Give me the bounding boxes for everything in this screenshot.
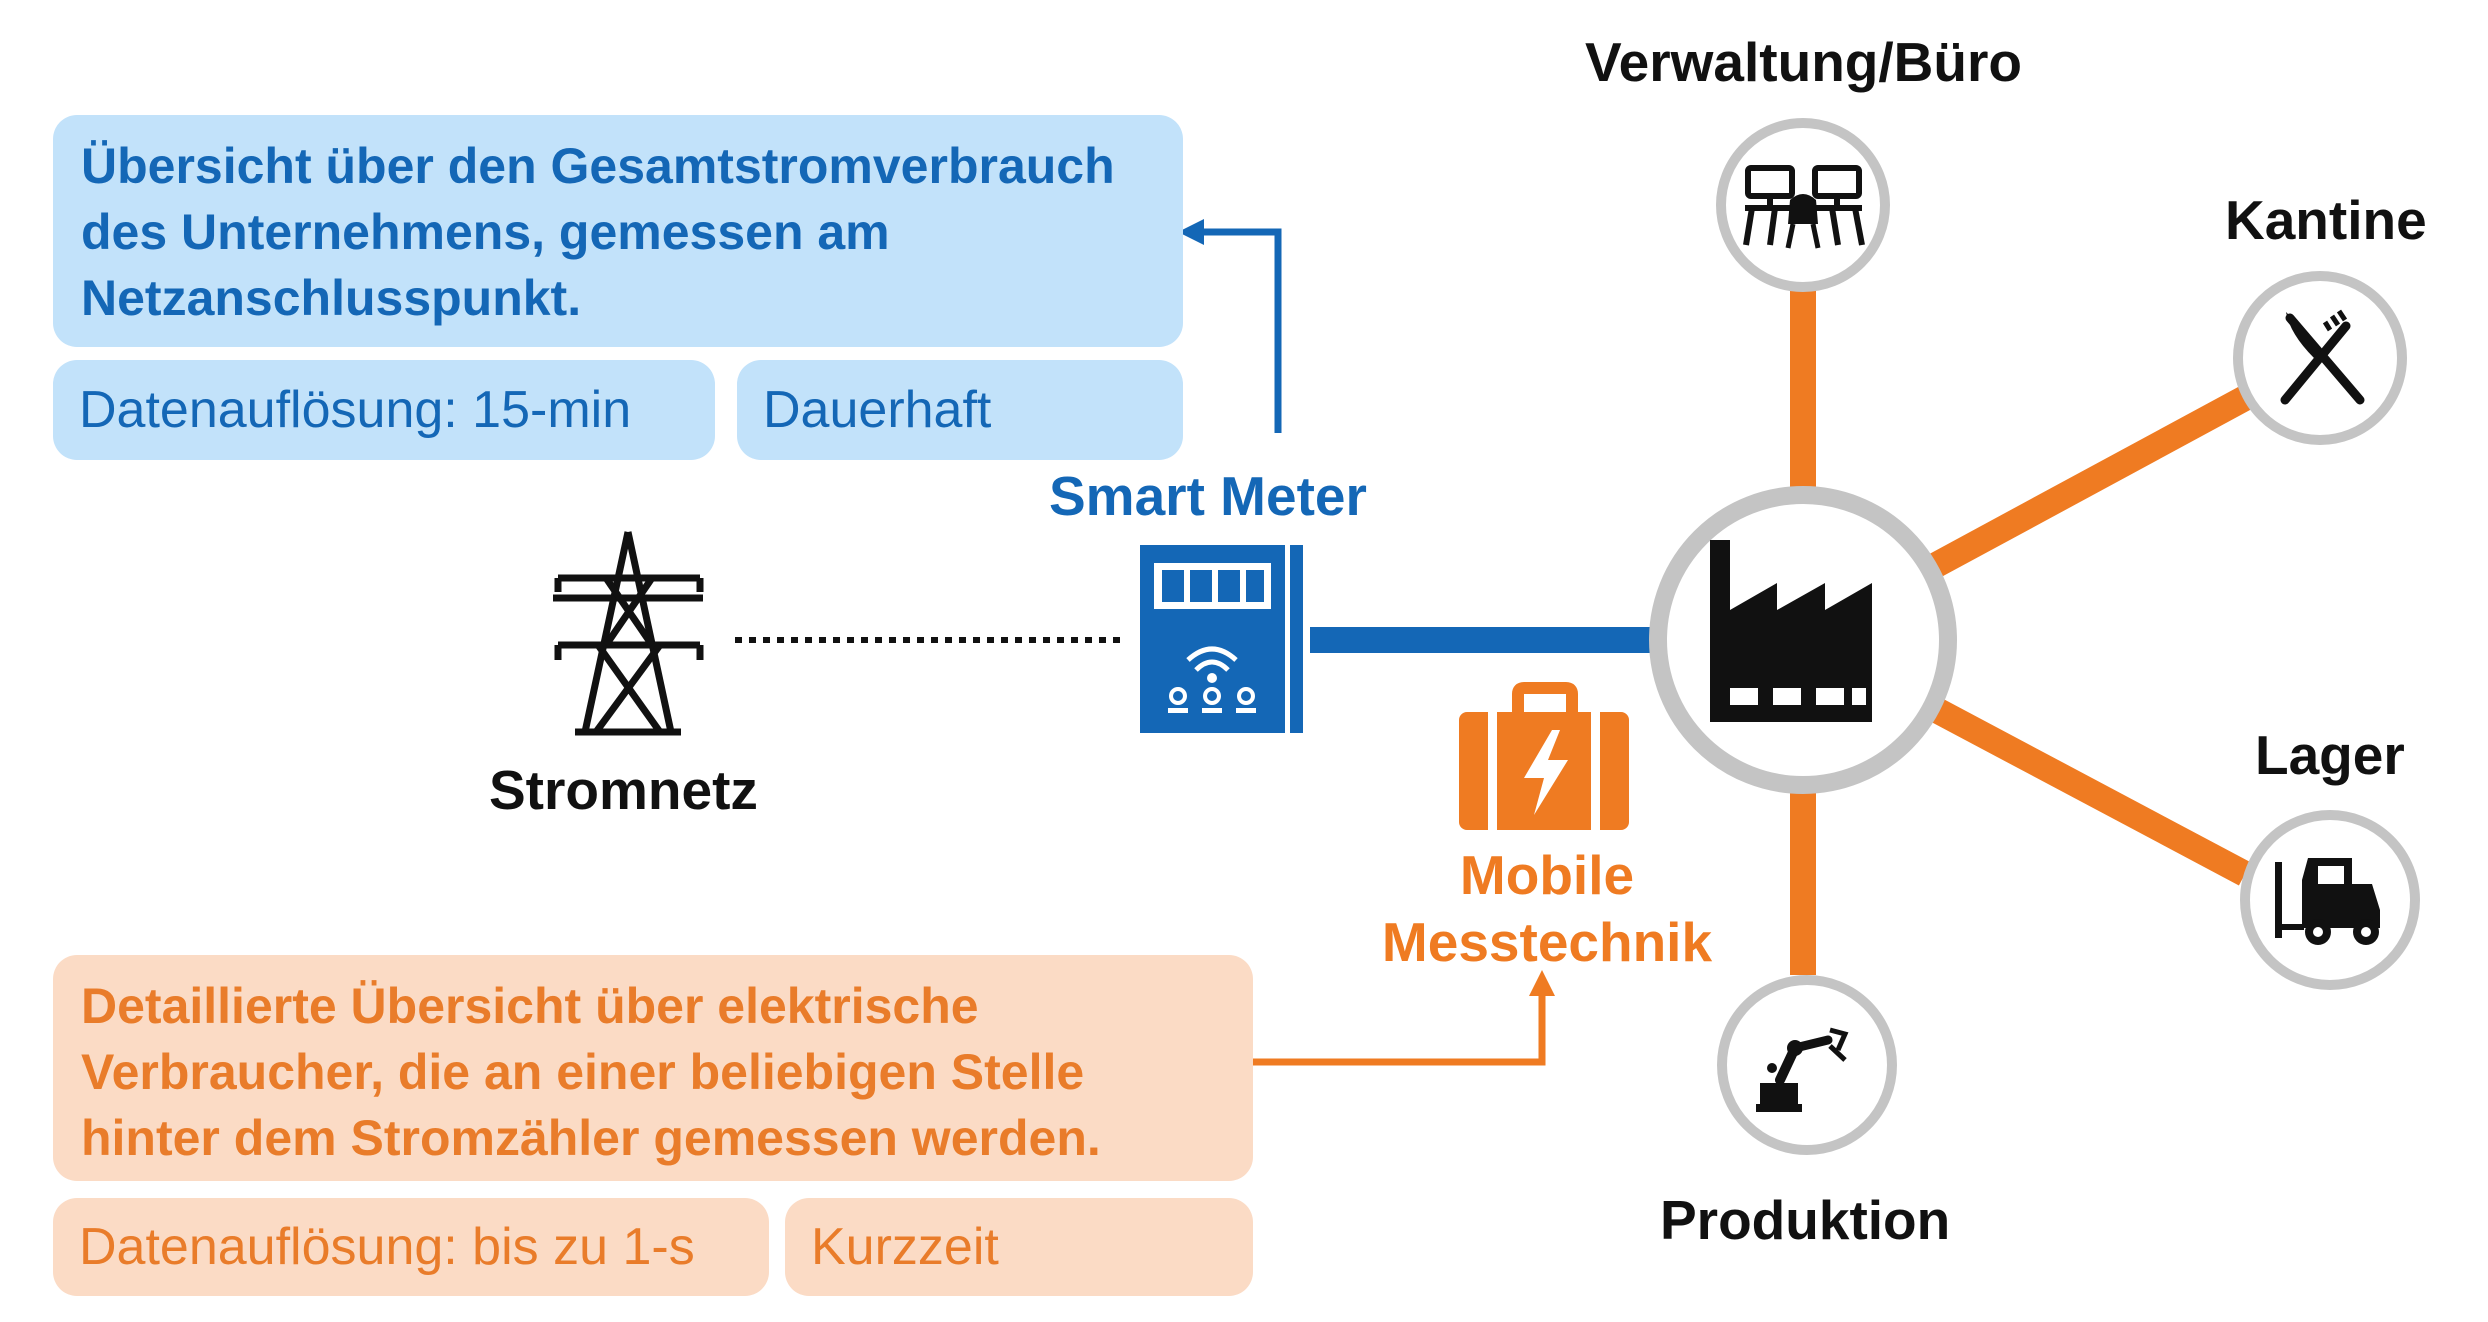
label-mobile-line2: Messtechnik <box>1381 911 1713 973</box>
spoke-canteen <box>1920 386 2252 582</box>
meter-arrowhead <box>1178 219 1204 245</box>
smart-meter-icon <box>1140 545 1303 733</box>
label-office: Verwaltung/Büro <box>1585 31 2022 93</box>
toolbox-lightning-icon <box>1459 682 1629 830</box>
mobile-arrowhead <box>1529 970 1555 996</box>
spokes <box>1790 290 2252 975</box>
smart-meter-duration-badge: Dauerhaft <box>737 360 1183 460</box>
mobile-resolution-badge: Datenauflösung: bis zu 1-s <box>53 1198 769 1296</box>
factory-icon <box>1710 540 1872 722</box>
smart-meter-resolution-badge: Datenauflösung: 15-min <box>53 360 715 460</box>
label-canteen: Kantine <box>2225 189 2427 251</box>
power-tower-icon <box>553 531 704 736</box>
mobile-arrow <box>1252 992 1546 1066</box>
fork-knife-icon <box>2280 309 2365 405</box>
production-node <box>1717 975 1897 1155</box>
label-grid: Stromnetz <box>489 759 758 821</box>
label-smart-meter: Smart Meter <box>1049 465 1367 527</box>
label-warehouse: Lager <box>2255 724 2405 786</box>
spoke-warehouse <box>1920 693 2252 886</box>
mobile-description: Detaillierte Übersicht über elektrische … <box>53 955 1253 1181</box>
office-node <box>1716 118 1890 292</box>
factory-node <box>1649 486 1957 794</box>
mobile-duration-badge: Kurzzeit <box>785 1198 1253 1296</box>
forklift-icon <box>2275 858 2380 945</box>
canteen-node <box>2233 271 2407 445</box>
smart-meter-description: Übersicht über den Gesamtstromverbrauch … <box>53 115 1183 347</box>
warehouse-node <box>2240 810 2420 990</box>
robot-arm-icon <box>1756 1027 1849 1112</box>
office-desk-icon <box>1743 165 1865 246</box>
label-production: Produktion <box>1660 1189 1951 1251</box>
meter-arrow <box>1198 228 1282 433</box>
label-mobile-line1: Mobile <box>1459 844 1635 906</box>
